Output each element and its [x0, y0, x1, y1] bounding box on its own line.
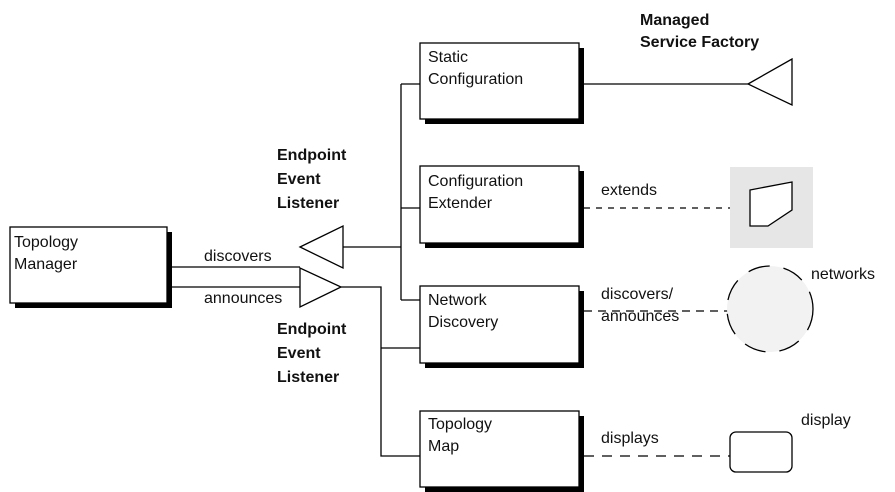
- topology-manager-label: Topology Manager: [14, 232, 78, 276]
- extender-document-icon: [749, 181, 793, 227]
- endpoint-event-listener-discovers-triangle: [298, 224, 344, 270]
- static-configuration-line-1: Static: [428, 49, 469, 66]
- network-discovery-line-1: Network: [428, 292, 487, 309]
- endpoint-event-listener-bottom-label: Endpoint Event Listener: [277, 318, 346, 390]
- topology-manager-line-1: Topology: [14, 234, 79, 251]
- extends-label: extends: [601, 182, 658, 199]
- managed-service-factory-line-2: Service Factory: [640, 34, 760, 51]
- configuration-extender-box: [419, 165, 584, 248]
- discovers-announces-line-2: announces: [601, 308, 680, 325]
- endpoint-event-listener-bottom-line-1: Endpoint: [277, 321, 347, 338]
- extends-grey-panel: [730, 167, 813, 248]
- discovers-announces-label: discovers/ announces: [601, 284, 679, 328]
- topology-map-line-2: Map: [428, 438, 460, 455]
- display-rounded-rect: [729, 431, 793, 473]
- network-discovery-label: Network Discovery: [428, 290, 498, 334]
- networks-circle: [726, 265, 814, 353]
- endpoint-event-listener-announces-triangle: [299, 266, 343, 309]
- discovers-label: discovers: [204, 248, 272, 265]
- network-discovery-box: [419, 285, 584, 368]
- static-configuration-line-2: Configuration: [428, 71, 524, 88]
- network-discovery-line-2: Discovery: [428, 314, 499, 331]
- networks-label: networks: [811, 266, 876, 283]
- display-label: display: [801, 412, 851, 429]
- endpoint-event-listener-top-line-1: Endpoint: [277, 147, 347, 164]
- displays-label: displays: [601, 430, 659, 447]
- topology-map-box: [419, 410, 584, 492]
- discovers-announces-line-1: discovers/: [601, 286, 674, 303]
- endpoint-event-listener-top-line-3: Listener: [277, 195, 340, 212]
- managed-service-factory-triangle: [746, 57, 793, 107]
- topology-manager-line-2: Manager: [14, 256, 78, 273]
- static-configuration-label: Static Configuration: [428, 47, 523, 91]
- connector-announces-path: [341, 286, 420, 457]
- configuration-extender-line-2: Extender: [428, 195, 493, 212]
- topology-map-label: Topology Map: [428, 414, 492, 458]
- managed-service-factory-label: Managed Service Factory: [640, 10, 759, 54]
- announces-label: announces: [204, 290, 283, 307]
- topology-map-line-1: Topology: [428, 416, 493, 433]
- endpoint-event-listener-top-label: Endpoint Event Listener: [277, 144, 346, 216]
- topology-manager-box: [9, 226, 172, 308]
- endpoint-event-listener-top-line-2: Event: [277, 171, 321, 188]
- endpoint-event-listener-bottom-line-2: Event: [277, 345, 321, 362]
- static-configuration-box: [419, 42, 584, 124]
- managed-service-factory-line-1: Managed: [640, 12, 710, 29]
- configuration-extender-line-1: Configuration: [428, 173, 524, 190]
- configuration-extender-label: Configuration Extender: [428, 171, 523, 215]
- endpoint-event-listener-bottom-line-3: Listener: [277, 369, 340, 386]
